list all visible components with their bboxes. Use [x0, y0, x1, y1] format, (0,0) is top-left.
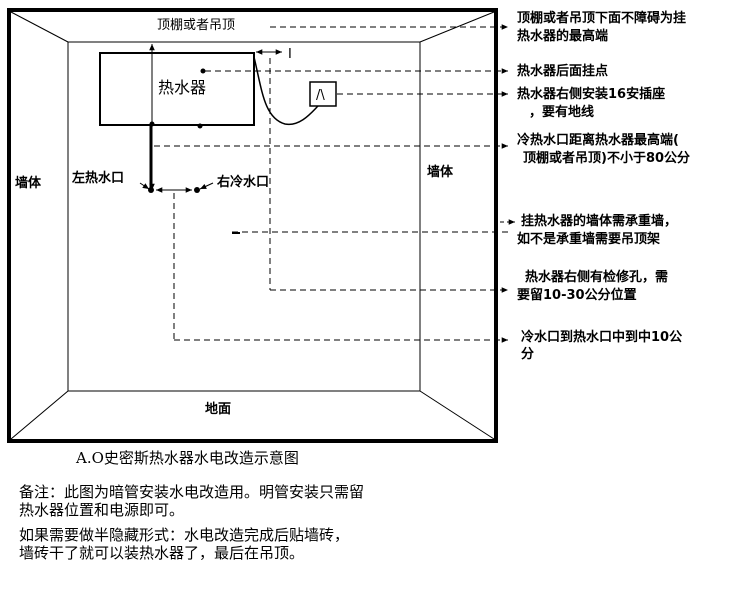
figure-caption: A.O史密斯热水器水电改造示意图 [75, 449, 299, 467]
callout-socket-line1: 热水器右侧安装16安插座 [517, 86, 665, 102]
socket-symbol: /\ [316, 88, 325, 103]
power-cable [253, 56, 319, 126]
callout-height-line1: 冷热水口距离热水器最高端( [517, 132, 679, 148]
callout-mount-point: 热水器后面挂点 [517, 63, 608, 79]
callout-socket-line2: ，要有地线 [529, 104, 594, 120]
callout-ceiling-line2: 热水器的最高端 [517, 28, 608, 44]
note-2-line2: 墙砖干了就可以装热水器了，最后在吊顶。 [19, 544, 304, 562]
pipe-point-top [149, 121, 155, 127]
room-outer-frame [7, 8, 498, 443]
corner-line-bl [10, 390, 69, 440]
floor-label: 地面 [205, 401, 231, 417]
corner-line-br [419, 390, 495, 440]
wall-right-label: 墙体 [427, 164, 454, 180]
mount-point-top [200, 68, 206, 74]
callout-service-line1: 热水器右侧有检修孔，需 [525, 269, 668, 285]
ceiling-label: 顶棚或者吊顶 [157, 18, 235, 33]
callout-wall-line1: 挂热水器的墙体需承重墙， [521, 213, 677, 229]
callout-service-line2: 要留10-30公分位置 [517, 287, 637, 303]
socket [309, 81, 337, 107]
water-heater-label: 热水器 [158, 78, 206, 97]
dashed-leaders [154, 24, 508, 343]
callout-cold-line1: 冷水口到热水口中到中10公 [521, 329, 682, 345]
hot-outlet-leader [139, 182, 150, 190]
service-gap-mark: I [288, 47, 292, 62]
back-wall [67, 41, 421, 392]
callout-cold-line2: 分 [521, 346, 534, 362]
cold-outlet-leader [199, 182, 214, 190]
corner-line-tr [419, 11, 495, 43]
cold-outlet-dot [194, 187, 200, 193]
callout-ceiling-line1: 顶棚或者吊顶下面不障碍为挂 [517, 10, 686, 26]
water-heater-box [99, 52, 255, 126]
note-1-line1: 备注：此图为暗管安装水电改造用。明管安装只需留 [19, 483, 364, 501]
mount-point-bottom [197, 123, 203, 129]
callout-wall-line2: 如不是承重墙需要吊顶架 [517, 231, 660, 247]
hot-outlet-dot [148, 187, 154, 193]
hot-outlet-label: 左热水口 [72, 170, 124, 186]
cold-outlet-label: 右冷水口 [216, 174, 269, 190]
note-1-line2: 热水器位置和电源即可。 [19, 501, 184, 519]
wall-left-label: 墙体 [15, 175, 42, 191]
corner-line-tl [10, 11, 69, 43]
callout-height-line2: 顶棚或者吊顶)不小于80公分 [523, 150, 690, 166]
note-2-line1: 如果需要做半隐藏形式：水电改造完成后贴墙砖， [19, 526, 349, 544]
